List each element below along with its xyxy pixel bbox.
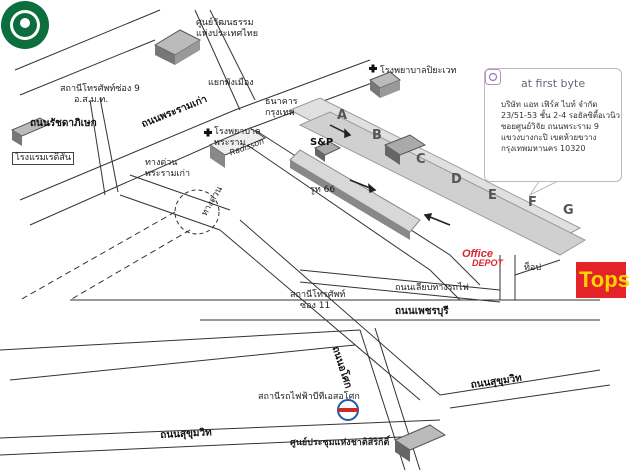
label-hospital-rama9: โรงพยาบาล พระราม [214,127,261,148]
callout-pointer [528,179,561,197]
bts-icon [337,399,359,421]
building-letter-g: G [563,203,574,218]
label-ratchada-road: ถนนรัชดาภิเษก [30,118,97,129]
label-tot-office: สถานีโทรศัพท์ซ่อง 9 อ.ส.ม.ท. [60,84,140,105]
label-rail-road: ถนนเลียบทางรถไฟ [395,283,469,293]
label-bts-station: สถานีรถไฟฟ้าบีทีเอสอโศก [258,392,360,402]
building-radisson [208,127,267,168]
building-letter-d: D [451,172,462,187]
label-snp: S&P [310,137,334,148]
callout-brand: at first byte [521,77,586,90]
tops-logo: Tops [576,262,630,298]
rca-strip [288,97,587,256]
label-cultural-center: ศูนย์วัฒนธรรม แห่งประเทศไทย [196,18,258,39]
rca-row-2 [289,149,421,240]
building-letter-a: A [337,108,348,123]
label-radisson-hotel: โรงแรมเรดิสัน [12,152,75,165]
callout-address: บริษัท แอท เฟิร์ส ไบท์ จำกัด 23/51-53 ชั… [501,100,621,153]
building-qsncc [393,424,447,462]
building-hospital-piyavate [369,71,401,98]
label-tot-office2: สถานีโทรศัพท์ ซ่อง 11 [290,290,346,311]
building-left [10,117,52,146]
building-letter-c: C [416,152,426,167]
starbucks-logo-icon [1,1,49,49]
label-expressway: ทางด่วน พระรามเก่า [145,158,190,179]
company-callout: at first byte บริษัท แอท เฟิร์ส ไบท์ จำก… [484,68,622,182]
label-qsncc: ศูนย์ประชุมแห่งชาติสิริกิติ์ [290,438,390,448]
label-petchaburi-road: ถนนเพชรบุรี [395,306,449,317]
label-hospital-piyavate: โรงพยาบาลปิยะเวท [380,66,457,76]
label-intersection: แยกพังเมือง [208,78,254,88]
building-snp [313,141,342,162]
building-letter-e: E [488,188,497,203]
label-bank: ธนาคาร กรุงเทพ [265,97,298,118]
at-first-byte-logo-icon [485,69,501,85]
building-bc [383,134,427,165]
building-letter-f: F [528,195,537,210]
office-depot-logo: Office DEPOT [462,248,504,268]
building-letter-b: B [372,128,382,143]
label-tops-side: ท็อป [524,263,542,273]
label-soi66: รูท 66 [310,185,336,195]
hospital-icon [204,64,377,137]
building-cultural-center [153,29,202,65]
